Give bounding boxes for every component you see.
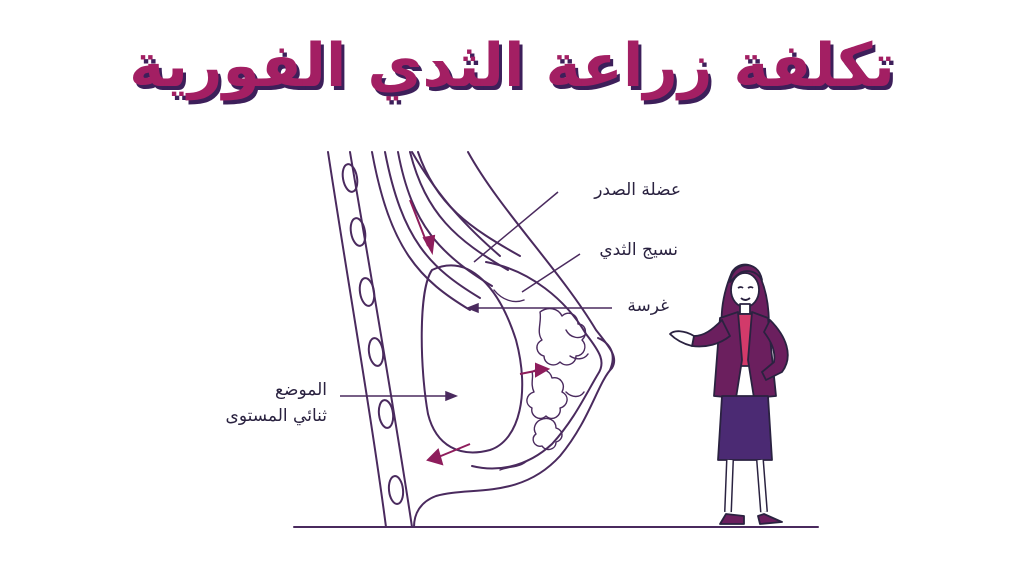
label-implant: غرسة — [627, 296, 669, 316]
rib-wall-inner — [349, 151, 413, 528]
page-title: تكلفة زراعة الثدي الفورية — [129, 31, 895, 101]
leader-tissue — [521, 253, 581, 293]
nipple — [597, 337, 614, 371]
label-pectoral-muscle: عضلة الصدر — [594, 180, 681, 200]
rib-wall-outer — [327, 151, 387, 528]
outer-curve — [411, 151, 501, 257]
muscle-line-2 — [384, 151, 481, 299]
label-position-line2: ثنائي المستوى — [225, 406, 327, 426]
leader-pectoral — [473, 191, 559, 263]
rib-ovals — [341, 163, 405, 505]
arrow-bottom — [435, 443, 471, 459]
skin-outline — [413, 151, 616, 528]
label-position-line1: الموضع — [275, 380, 327, 400]
presenter-woman — [669, 263, 789, 525]
muscle-line-1 — [371, 151, 471, 311]
label-breast-tissue: نسيج الثدي — [599, 240, 678, 260]
gland-lobes — [493, 289, 589, 471]
muscle-line-4 — [409, 151, 509, 271]
muscle-line-3 — [397, 151, 493, 287]
implant-shape — [420, 264, 524, 454]
